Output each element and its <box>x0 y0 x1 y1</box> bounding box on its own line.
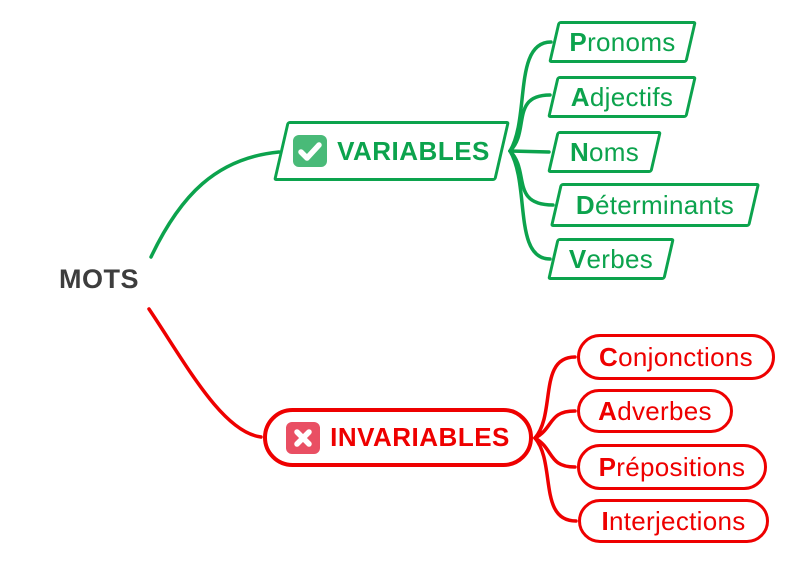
node-conjonctions-shape <box>577 334 775 380</box>
initial-letter: D <box>575 189 595 220</box>
edge-invariables-interjections <box>533 436 578 523</box>
node-prepositions-shape <box>577 444 767 490</box>
initial-letter: A <box>570 81 590 112</box>
label-rest: oms <box>589 136 640 167</box>
edge-variables-determinants <box>508 149 555 207</box>
label-rest: onjonctions <box>618 341 753 372</box>
edge-variables-noms <box>508 149 551 154</box>
check-icon <box>293 135 328 167</box>
node-invariables[interactable]: INVARIABLES <box>263 408 533 467</box>
edge-variables-pronoms <box>508 40 553 153</box>
edge-invariables-prepositions <box>533 436 577 469</box>
node-variables[interactable]: VARIABLES <box>273 121 510 181</box>
edge-invariables-conjonctions <box>533 355 577 440</box>
initial-letter: I <box>601 505 609 536</box>
initial-letter: C <box>599 341 619 372</box>
edge-variables-verbes <box>508 149 552 261</box>
label-rest: erbes <box>586 243 654 274</box>
edge-root-invariables <box>147 307 263 439</box>
edge-invariables-adverbes <box>533 409 577 440</box>
initial-letter: N <box>569 136 590 167</box>
node-interjections-shape <box>578 499 769 543</box>
initial-letter: V <box>568 243 587 274</box>
node-invariables-label: INVARIABLES <box>330 422 510 452</box>
node-adverbes-shape <box>577 389 733 433</box>
node-variables-label: VARIABLES <box>337 135 490 166</box>
cross-icon <box>286 421 321 454</box>
node-invariables-shape <box>263 408 533 467</box>
initial-letter: P <box>569 26 588 57</box>
root-node-mots[interactable]: MOTS <box>59 264 139 294</box>
initial-letter: P <box>598 451 617 482</box>
label-rest: ronoms <box>587 26 676 57</box>
label-rest: répositions <box>616 451 746 482</box>
initial-letter: A <box>598 395 618 426</box>
edge-variables-adjectifs <box>508 93 552 153</box>
label-rest: éterminants <box>594 189 735 220</box>
label-rest: dverbes <box>617 395 712 426</box>
label-rest: nterjections <box>608 505 746 536</box>
label-rest: djectifs <box>589 81 674 112</box>
edge-root-variables <box>149 150 281 259</box>
